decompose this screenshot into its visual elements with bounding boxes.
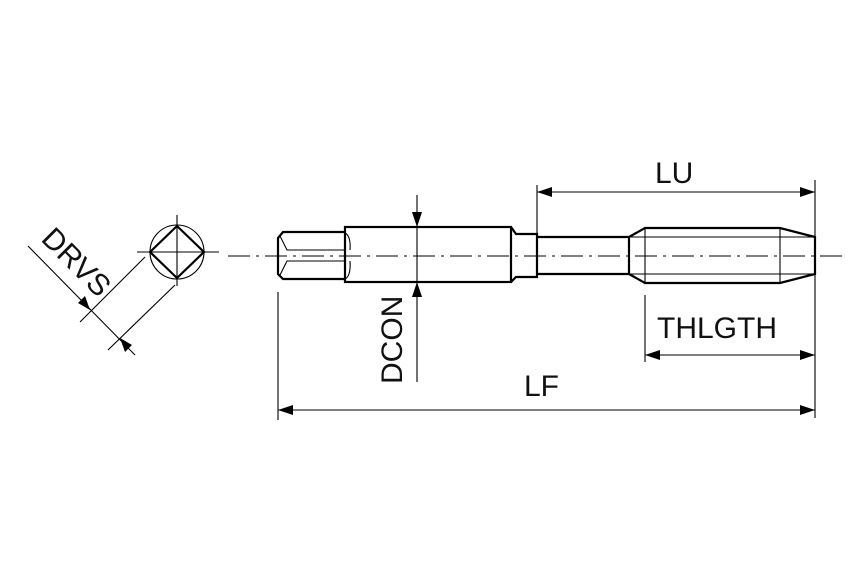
drvs-dimension: DRVS (27, 222, 176, 356)
thlgth-dimension: THLGTH (644, 295, 815, 362)
lf-dimension: LF (277, 292, 815, 420)
dcon-dimension: DCON (376, 195, 422, 384)
lu-label: LU (655, 157, 693, 190)
lf-label: LF (524, 370, 559, 403)
tap-body (276, 225, 817, 285)
lu-dimension: LU (536, 157, 816, 418)
drvs-label: DRVS (35, 222, 117, 304)
dcon-label: DCON (376, 296, 409, 384)
thlgth-label: THLGTH (657, 312, 777, 345)
end-view-square-drive (137, 215, 219, 286)
